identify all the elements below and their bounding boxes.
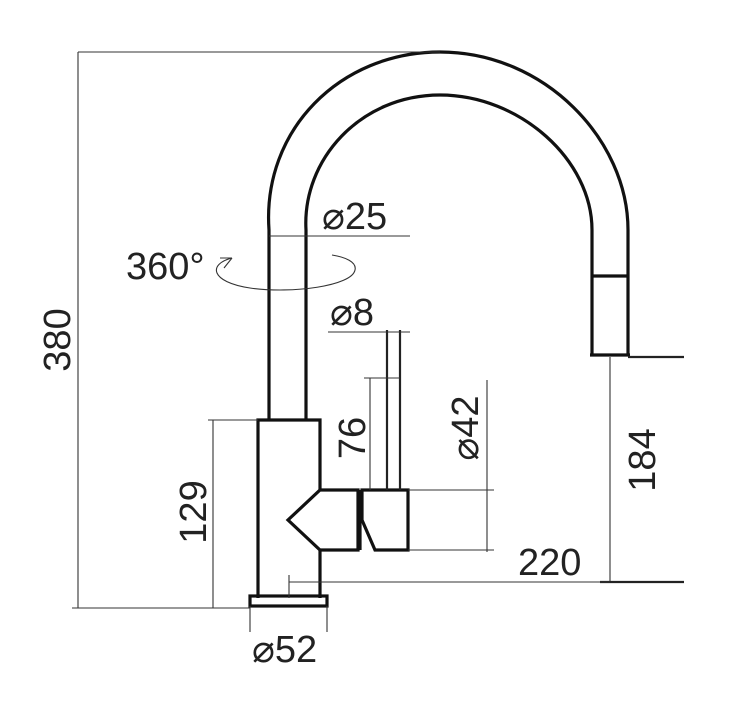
label-380: 380: [37, 308, 79, 371]
label-lever-diameter: ⌀8: [330, 292, 374, 334]
faucet-body: [256, 418, 322, 598]
label-body-height: 129: [173, 480, 215, 543]
label-rotation: 360°: [126, 246, 205, 288]
label-base-diameter: ⌀52: [252, 629, 317, 671]
rotation-arrow: [215, 254, 356, 291]
label-body-diameter: ⌀42: [445, 395, 487, 460]
faucet-outline: [248, 50, 630, 608]
label-spout-diameter: ⌀25: [322, 196, 387, 238]
lever-connector: [285, 488, 360, 552]
dimension-lines: [72, 51, 684, 632]
label-lever-height: 76: [332, 417, 374, 459]
lever-handle: [360, 488, 410, 552]
dimension-labels: 380 ⌀25 360° ⌀8 76 ⌀42 129 184 220 ⌀52: [37, 196, 664, 671]
label-outlet-height: 184: [622, 428, 664, 491]
label-reach: 220: [518, 542, 581, 584]
spout-inner-arc: [304, 93, 594, 420]
rotation-arrow-head: [220, 257, 233, 269]
